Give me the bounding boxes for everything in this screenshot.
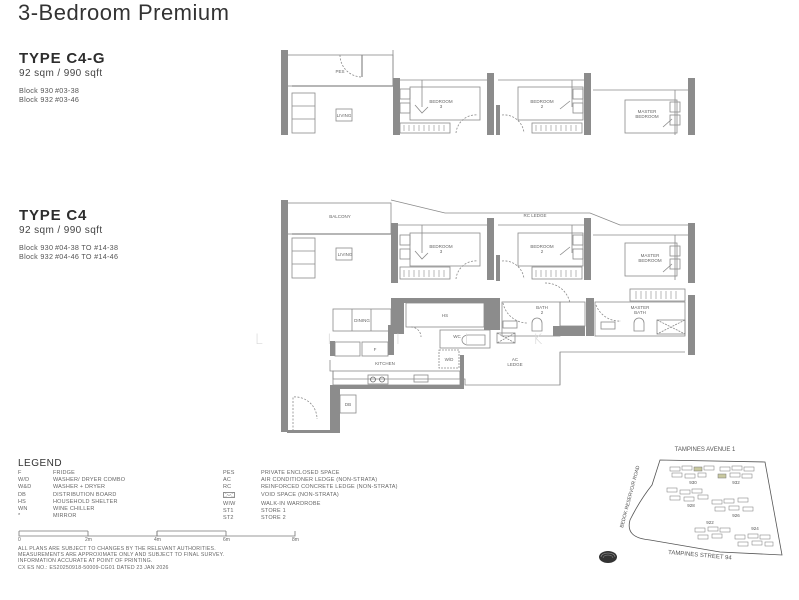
- block-label: Block 930: [19, 243, 54, 252]
- block-row: Block 932#03-46: [19, 94, 105, 105]
- disclaimer-notes: ALL PLANS ARE SUBJECT TO CHANGES BY THE …: [18, 546, 224, 571]
- room-label-bedroom2: BEDROOM: [530, 244, 554, 249]
- block-row: Block 932#04-46 TO #14-46: [19, 251, 119, 262]
- scale-bar: 0 2m 4m 6m 8m: [18, 530, 303, 544]
- room-label-wd: W/D: [445, 357, 454, 362]
- room-label-fridge: F: [374, 347, 377, 352]
- room-label-master-bath: MASTER: [631, 305, 651, 310]
- unit-type: TYPE C4-G: [19, 50, 106, 67]
- scale-tick: 8m: [292, 537, 299, 543]
- room-label-kitchen: KITCHEN: [375, 361, 395, 366]
- block-label: Block 932: [19, 94, 54, 104]
- room-label-hs: HS: [442, 313, 448, 318]
- block-label-930: 930: [689, 480, 697, 485]
- block-units: #04-46 TO #14-46: [55, 251, 119, 261]
- void-icon: [223, 491, 235, 498]
- block-units: #03-46: [55, 94, 80, 104]
- scale-tick: 4m: [154, 537, 161, 543]
- watermark: L I I I K: [255, 332, 573, 348]
- room-label-bedroom2: BEDROOM: [530, 99, 554, 104]
- scale-tick: 6m: [223, 537, 230, 543]
- room-label-bedroom3: BEDROOM: [429, 244, 453, 249]
- room-label-master-2: BEDROOM: [635, 114, 659, 119]
- unit-area: 92 sqm / 990 sqft: [19, 68, 103, 79]
- room-label-bath2: BATH: [536, 305, 548, 310]
- unit-area: 92 sqm / 990 sqft: [19, 225, 103, 236]
- north-compass-icon: [599, 551, 617, 563]
- legend-item: VOID SPACE (NON-STRATA): [223, 492, 398, 501]
- room-label-living: LIVING: [337, 113, 352, 118]
- site-boundary: [628, 459, 783, 556]
- block-label: Block 932: [19, 251, 54, 261]
- room-label-master-bath-2: BATH: [634, 310, 646, 315]
- scale-tick: 0: [18, 537, 21, 543]
- block-units: #04-38 TO #14-38: [55, 243, 119, 252]
- legend-heading: LEGEND: [18, 458, 63, 469]
- room-label-ac-ledge: AC: [512, 357, 519, 362]
- unit-info-c4g: TYPE C4-G 92 sqm / 990 sqft Block 930#03…: [19, 50, 105, 104]
- page-title: 3-Bedroom Premium: [18, 0, 230, 25]
- block-label-928: 928: [687, 503, 695, 508]
- note-line: INFORMATION ACCURATE AT POINT OF PRINTIN…: [18, 558, 153, 565]
- room-label-ac-ledge-2: LEDGE: [507, 362, 522, 367]
- room-label-db: DB: [345, 402, 351, 407]
- site-plan: TAMPINES AVENUE 1 BEDOK RESERVOIR ROAD T…: [599, 447, 783, 563]
- note-line: CX ES NO.: ES20250918-50009-CG01 DATED 2…: [18, 564, 169, 571]
- road-label-north: TAMPINES AVENUE 1: [675, 447, 736, 453]
- unit-blocks: Block 930#03-38 Block 932#03-46: [19, 86, 105, 105]
- room-label-wc: WC: [453, 334, 461, 339]
- block-label-922: 922: [706, 520, 714, 525]
- note-line: MEASUREMENTS ARE APPROXIMATE ONLY AND SU…: [18, 552, 225, 559]
- scale-tick: 2m: [85, 537, 92, 543]
- room-label-living: LIVING: [338, 252, 353, 257]
- room-label-master: MASTER: [641, 253, 661, 258]
- legend-item: *MIRROR: [18, 513, 77, 520]
- block-label-932: 932: [732, 480, 740, 485]
- room-label-rc-ledge: RC LEDGE: [523, 213, 546, 218]
- road-label-south: TAMPINES STREET 94: [668, 550, 733, 562]
- room-label-bedroom3: BEDROOM: [429, 99, 453, 104]
- unit-info-c4: TYPE C4 92 sqm / 990 sqft Block 930#04-3…: [19, 207, 118, 261]
- room-label-bedroom2-num: 2: [541, 249, 544, 254]
- room-label-bedroom3-num: 3: [440, 104, 443, 109]
- room-label-dining: DINING: [354, 318, 370, 323]
- block-label-926: 926: [732, 513, 740, 518]
- room-label-bath2-num: 2: [541, 310, 544, 315]
- block-row: Block 930#03-38: [19, 86, 105, 96]
- unit-blocks: Block 930#04-38 TO #14-38 Block 932#04-4…: [19, 243, 119, 262]
- floor-plan-c4: BALCONY LIVING RC LEDGE BEDROOM 3 BEDROO…: [281, 199, 695, 433]
- block-row: Block 930#04-38 TO #14-38: [19, 243, 119, 253]
- room-label-pes: PES: [335, 69, 344, 74]
- scale-bar-graphic: [18, 530, 296, 537]
- note-line: ALL PLANS ARE SUBJECT TO CHANGES BY THE …: [18, 546, 216, 552]
- room-label-bedroom2-num: 2: [541, 104, 544, 109]
- block-units: #03-38: [55, 86, 80, 95]
- room-label-master: MASTER: [638, 109, 658, 114]
- room-label-master-2: BEDROOM: [638, 258, 662, 263]
- room-label-balcony: BALCONY: [329, 214, 351, 219]
- room-label-bedroom3-num: 3: [440, 249, 443, 254]
- floor-plan-c4g: PES LIVING BEDROOM 3 BEDROOM 2 MASTER BE…: [281, 50, 695, 135]
- block-label-924: 924: [751, 526, 759, 531]
- block-label: Block 930: [19, 86, 54, 95]
- unit-type: TYPE C4: [19, 207, 88, 224]
